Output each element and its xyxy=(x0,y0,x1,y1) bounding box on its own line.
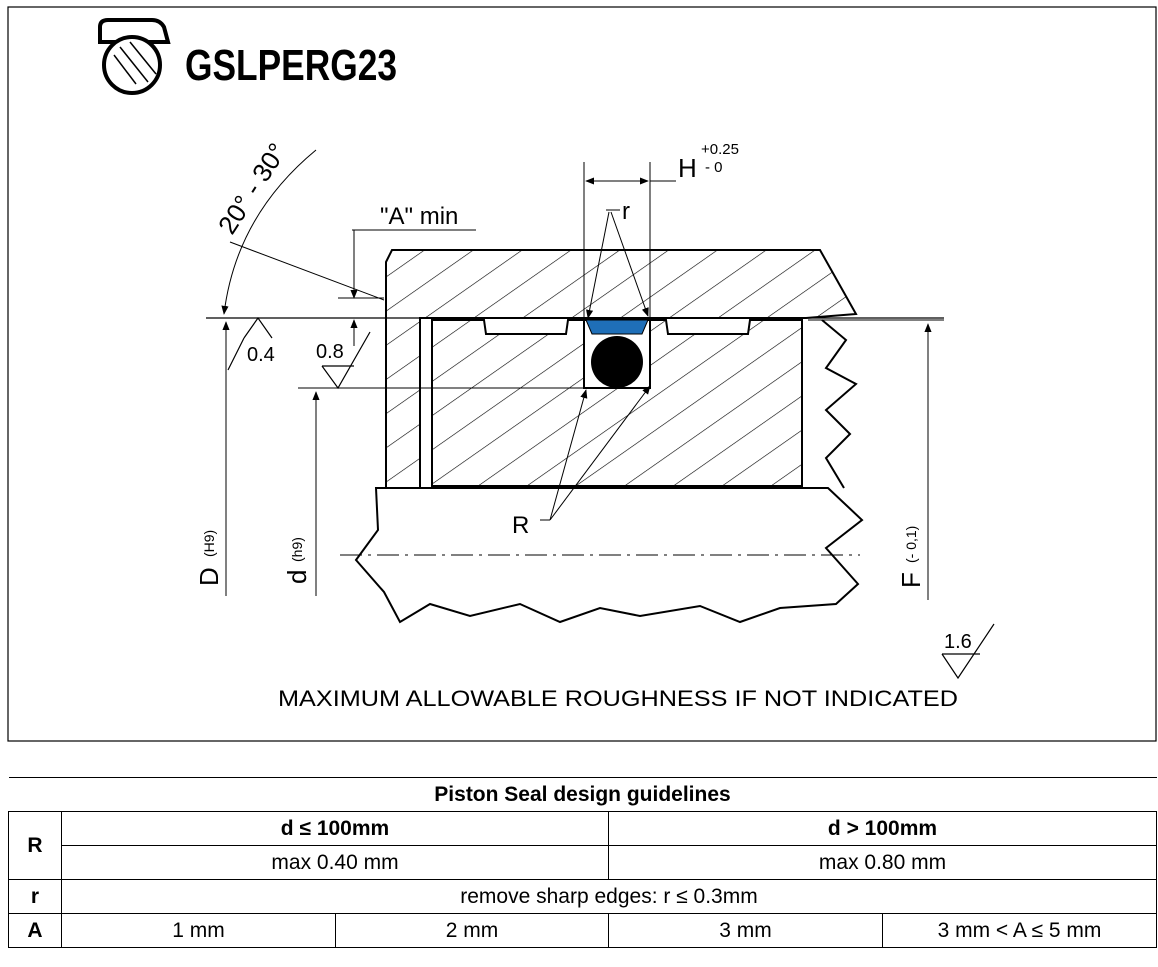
table-title-row: Piston Seal design guidelines xyxy=(8,777,1157,812)
table-title: Piston Seal design guidelines xyxy=(8,777,1157,812)
angle-label: 20° - 30° xyxy=(212,138,293,240)
r-small-value: max 0.40 mm xyxy=(61,845,609,880)
r-large-label: R xyxy=(512,512,529,539)
f-label: F xyxy=(896,572,926,588)
logo: GSLPERG23 xyxy=(98,18,397,95)
col-header-small: d ≤ 100mm xyxy=(61,811,609,846)
row-label-r2: r xyxy=(8,879,62,914)
a-value-2: 2 mm xyxy=(335,913,609,948)
d-big-tol: (H9) xyxy=(201,530,217,557)
d-small-tol: (h9) xyxy=(289,537,305,562)
drawing-frame xyxy=(7,6,1157,742)
roughness-0-8: 0.8 xyxy=(316,341,344,363)
logo-cap-icon xyxy=(98,18,171,44)
row-label-a: A xyxy=(8,913,62,948)
row-label-r: R xyxy=(8,811,62,880)
roughness-0-4: 0.4 xyxy=(247,344,275,366)
a-value-1: 1 mm xyxy=(61,913,336,948)
a-value-4: 3 mm < A ≤ 5 mm xyxy=(882,913,1157,948)
a-min-label: "A" min xyxy=(380,203,458,230)
a-value-3: 3 mm xyxy=(608,913,883,948)
h-tol-lower: - 0 xyxy=(705,159,723,176)
table-row: max 0.40 mm max 0.80 mm xyxy=(9,845,1157,880)
h-tol-upper: +0.25 xyxy=(701,141,739,158)
table-row: A 1 mm 2 mm 3 mm 3 mm < A ≤ 5 mm xyxy=(8,913,1157,948)
roughness-note: MAXIMUM ALLOWABLE ROUGHNESS IF NOT INDIC… xyxy=(278,686,958,711)
h-label: H xyxy=(678,153,697,183)
table-row: r remove sharp edges: r ≤ 0.3mm xyxy=(8,879,1157,914)
d-big-label: D xyxy=(194,567,224,586)
logo-text: GSLPERG23 xyxy=(185,41,397,90)
roughness-1-6: 1.6 xyxy=(944,631,972,653)
f-tol: (- 0,1) xyxy=(903,526,919,563)
table-row: R d ≤ 100mm d > 100mm xyxy=(8,811,1157,880)
angle-arc xyxy=(221,149,317,315)
seal-groove-drawing: GSLPERG23 H +0.25 - 0 r R "A" min 20° - … xyxy=(7,6,1157,742)
r-small-label: r xyxy=(622,198,630,225)
design-guidelines-table: Piston Seal design guidelines R d ≤ 100m… xyxy=(8,777,1157,948)
d-small-label: d xyxy=(282,570,312,584)
seal-back-ring xyxy=(585,319,649,335)
seal-o-ring xyxy=(591,336,643,388)
r2-value: remove sharp edges: r ≤ 0.3mm xyxy=(61,879,1157,914)
col-header-large: d > 100mm xyxy=(608,811,1157,846)
r-large-value: max 0.80 mm xyxy=(608,845,1157,880)
